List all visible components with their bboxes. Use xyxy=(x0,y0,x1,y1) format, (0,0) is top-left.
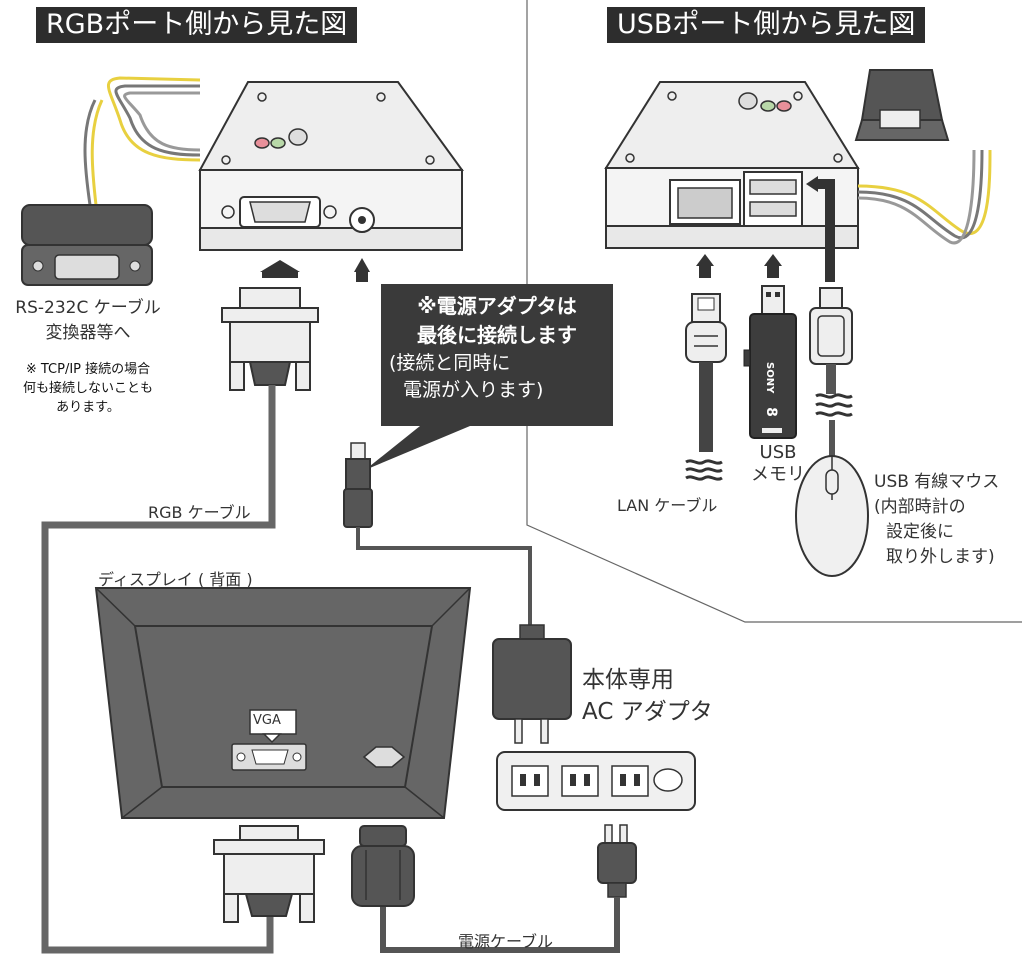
label-rgb-cable: RGB ケーブル xyxy=(148,503,251,522)
ac-adapter xyxy=(492,624,572,744)
device-usb-side xyxy=(604,81,992,249)
tcp-note: ※ TCP/IP 接続の場合 何も接続しないことも あります。 xyxy=(6,358,170,415)
callout-line3: (接続と同時に xyxy=(389,352,511,374)
rs232-converter xyxy=(21,99,153,286)
label-power-cable: 電源ケーブル xyxy=(458,932,554,951)
label-ac-adapter: 本体専用 AC アダプタ xyxy=(582,664,713,728)
callout-line2: 最後に接続します xyxy=(417,323,577,347)
label-rs232-line1: RS-232C ケーブル xyxy=(15,298,161,318)
tcp-note-line2: 何も接続しないことも xyxy=(22,381,153,396)
arrow-power-up xyxy=(354,258,370,272)
usb-memory-stick xyxy=(743,285,797,439)
usb-stick-brand: SONY xyxy=(764,362,775,394)
vga-plug-bottom xyxy=(213,825,325,923)
label-rs232: RS-232C ケーブル 変換器等へ xyxy=(6,293,170,343)
label-usb-memory: USB メモリ xyxy=(738,442,818,486)
tcp-note-line3: あります。 xyxy=(56,400,120,415)
wall-plug xyxy=(597,824,637,898)
power-cable xyxy=(380,897,620,953)
callout-line1: ※電源アダプタは xyxy=(417,294,577,318)
power-plug-small xyxy=(343,442,532,630)
arrow-usb-mouse-in xyxy=(806,176,818,192)
display-back xyxy=(94,587,472,819)
callout-line4: 電源が入ります) xyxy=(403,379,544,401)
arrow-usb-mem-up xyxy=(764,254,782,266)
title-usb-side: USBポート側から見た図 xyxy=(607,7,926,43)
label-usb-mouse: USB 有線マウス (内部時計の 設定後に 取り外します) xyxy=(874,470,999,570)
label-ac-adapter-line2: AC アダプタ xyxy=(582,699,713,725)
label-vga: VGA xyxy=(253,713,281,728)
device-rgb-side xyxy=(106,76,464,251)
usb-mouse-plug xyxy=(809,287,853,460)
label-usb-mouse-line3: 設定後に xyxy=(886,522,954,542)
label-ac-adapter-line1: 本体専用 xyxy=(582,667,674,693)
label-usb-mouse-line4: 取り外します) xyxy=(886,547,995,567)
rgb-cable xyxy=(41,385,276,954)
usb-mouse xyxy=(795,455,869,577)
callout-box xyxy=(365,284,613,470)
usb-side-connector-module xyxy=(854,69,950,141)
divider-line xyxy=(526,0,1022,623)
label-rs232-line2: 変換器等へ xyxy=(45,323,131,343)
usb-stick-capacity: 8 xyxy=(762,407,779,417)
arrow-vga-up xyxy=(260,260,300,272)
label-usb-memory-line1: USB xyxy=(759,442,797,463)
tcp-note-line1: ※ TCP/IP 接続の場合 xyxy=(25,362,151,377)
label-usb-mouse-line1: USB 有線マウス xyxy=(874,472,1000,492)
power-strip xyxy=(496,751,696,811)
power-cord-plug xyxy=(351,825,415,907)
title-rgb-side: RGBポート側から見た図 xyxy=(36,7,358,43)
arrow-lan-up xyxy=(696,254,714,266)
label-usb-memory-line2: メモリ xyxy=(751,464,805,485)
callout-text: ※電源アダプタは 最後に接続します (接続と同時に 電源が入ります) xyxy=(381,290,613,402)
label-display: ディスプレイ ( 背面 ) xyxy=(98,570,253,589)
vga-plug-top xyxy=(221,287,319,391)
label-usb-mouse-line2: (内部時計の xyxy=(874,497,966,517)
lan-plug xyxy=(685,293,727,481)
label-lan-cable: LAN ケーブル xyxy=(617,496,718,515)
